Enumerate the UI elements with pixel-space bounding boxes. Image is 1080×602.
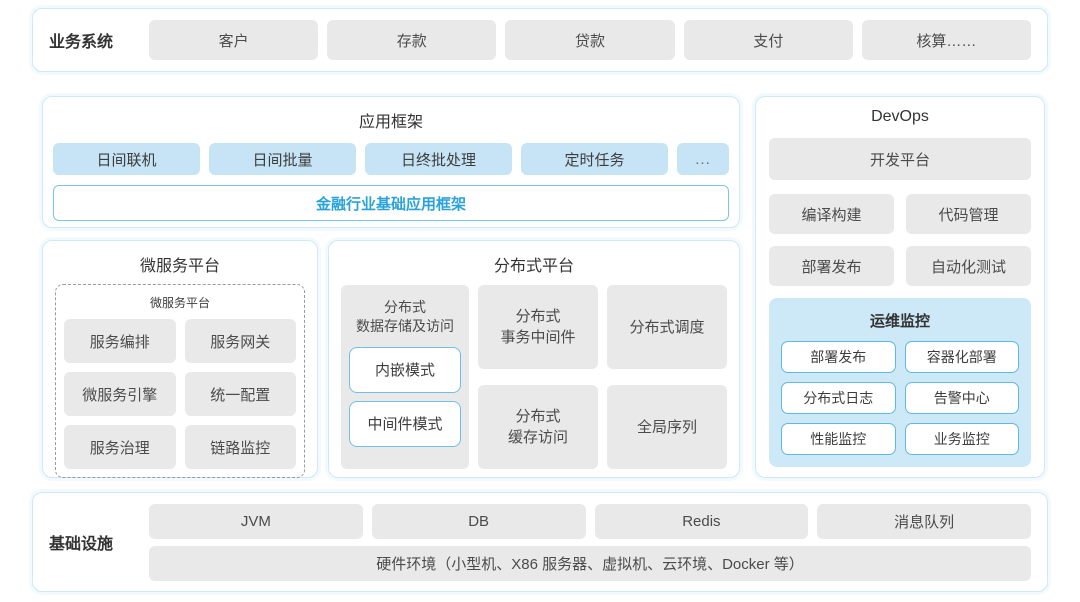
devops-item-dev-platform: 开发平台 bbox=[769, 138, 1031, 180]
devops-item-code-mgmt: 代码管理 bbox=[906, 194, 1031, 234]
distributed-right-column: 分布式调度 全局序列 bbox=[607, 285, 727, 469]
monitor-item-business: 业务监控 bbox=[904, 423, 1019, 455]
dist-box-schedule: 分布式调度 bbox=[607, 285, 727, 369]
ms-item-service-orchestration: 服务编排 bbox=[64, 319, 176, 363]
ops-monitor-panel: 运维监控 部署发布 容器化部署 分布式日志 告警中心 性能监控 业务监控 bbox=[769, 298, 1031, 467]
ops-monitor-items: 部署发布 容器化部署 分布式日志 告警中心 性能监控 业务监控 bbox=[781, 341, 1019, 455]
distributed-middle-column: 分布式 事务中间件 分布式 缓存访问 bbox=[478, 285, 598, 469]
devops-item-auto-test: 自动化测试 bbox=[906, 246, 1031, 286]
app-framework-items: 日间联机 日间批量 日终批处理 定时任务 ... bbox=[53, 143, 729, 175]
infra-item-hardware-env: 硬件环境（小型机、X86 服务器、虚拟机、云环境、Docker 等） bbox=[149, 545, 1031, 581]
dist-storage-box: 分布式 数据存储及访问 内嵌模式 中间件模式 bbox=[341, 285, 469, 469]
dist-mode-embedded: 内嵌模式 bbox=[349, 346, 461, 393]
devops-panel: DevOps 开发平台 编译构建 代码管理 部署发布 自动化测试 运维监控 部署… bbox=[755, 96, 1045, 478]
devops-item-deploy: 部署发布 bbox=[769, 246, 894, 286]
infrastructure-label: 基础设施 bbox=[49, 536, 114, 553]
infrastructure-band: 基础设施 JVM DB Redis 消息队列 硬件环境（小型机、X86 服务器、… bbox=[32, 492, 1048, 592]
monitor-item-performance: 性能监控 bbox=[781, 423, 896, 455]
infrastructure-items: JVM DB Redis 消息队列 硬件环境（小型机、X86 服务器、虚拟机、云… bbox=[149, 503, 1031, 581]
business-item-customer: 客户 bbox=[149, 20, 319, 60]
microservice-inner-box: 微服务平台 服务编排 服务网关 微服务引擎 统一配置 服务治理 链路监控 bbox=[55, 284, 305, 478]
fw-item-scheduled-task: 定时任务 bbox=[521, 143, 668, 175]
microservice-panel: 微服务平台 微服务平台 服务编排 服务网关 微服务引擎 统一配置 服务治理 链路… bbox=[42, 240, 318, 478]
monitor-item-distributed-log: 分布式日志 bbox=[781, 382, 896, 414]
dist-box-cache: 分布式 缓存访问 bbox=[478, 385, 598, 469]
dist-storage-title: 分布式 数据存储及访问 bbox=[349, 298, 461, 336]
business-item-payment: 支付 bbox=[683, 20, 853, 60]
microservice-items: 服务编排 服务网关 微服务引擎 统一配置 服务治理 链路监控 bbox=[64, 319, 296, 469]
app-framework-panel: 应用框架 日间联机 日间批量 日终批处理 定时任务 ... 金融行业基础应用框架 bbox=[42, 96, 740, 228]
infra-item-jvm: JVM bbox=[149, 503, 363, 539]
dist-cache-line1: 分布式 bbox=[515, 408, 561, 425]
dist-storage-title-line1: 分布式 bbox=[384, 299, 426, 315]
ops-monitor-title: 运维监控 bbox=[869, 313, 930, 330]
ms-item-microservice-engine: 微服务引擎 bbox=[64, 372, 176, 416]
devops-item-build: 编译构建 bbox=[769, 194, 894, 234]
distributed-panel: 分布式平台 分布式 数据存储及访问 内嵌模式 中间件模式 分布式 事务中间件 分… bbox=[328, 240, 740, 478]
monitor-item-container-deploy: 容器化部署 bbox=[904, 341, 1019, 373]
dist-storage-title-line2: 数据存储及访问 bbox=[356, 317, 454, 334]
ms-item-unified-config: 统一配置 bbox=[184, 372, 296, 416]
business-systems-band: 业务系统 客户 存款 贷款 支付 核算…… bbox=[32, 8, 1048, 72]
microservice-inner-title: 微服务平台 bbox=[149, 296, 210, 310]
microservice-title: 微服务平台 bbox=[139, 258, 220, 275]
dist-box-sequence: 全局序列 bbox=[607, 385, 727, 469]
distributed-body: 分布式 数据存储及访问 内嵌模式 中间件模式 分布式 事务中间件 分布式 缓存访… bbox=[341, 285, 727, 469]
infra-item-mq: 消息队列 bbox=[817, 503, 1031, 539]
business-systems-label: 业务系统 bbox=[49, 34, 114, 51]
ms-item-trace-monitor: 链路监控 bbox=[184, 425, 296, 469]
ms-item-service-governance: 服务治理 bbox=[64, 425, 176, 469]
dist-transaction-line1: 分布式 bbox=[515, 308, 561, 325]
fw-item-more: ... bbox=[677, 143, 729, 175]
dist-cache-line2: 缓存访问 bbox=[507, 429, 568, 446]
dist-box-transaction: 分布式 事务中间件 bbox=[478, 285, 598, 369]
monitor-item-alert-center: 告警中心 bbox=[904, 382, 1019, 414]
infra-item-db: DB bbox=[371, 503, 586, 539]
fw-item-daytime-batch: 日间批量 bbox=[209, 143, 356, 175]
distributed-title: 分布式平台 bbox=[493, 258, 574, 275]
fw-item-daytime-online: 日间联机 bbox=[53, 143, 200, 175]
fw-item-eod-batch: 日终批处理 bbox=[365, 143, 512, 175]
dist-transaction-line2: 事务中间件 bbox=[500, 329, 576, 346]
infra-item-redis: Redis bbox=[594, 503, 809, 539]
ms-item-service-gateway: 服务网关 bbox=[184, 319, 296, 363]
devops-title: DevOps bbox=[871, 108, 929, 125]
devops-items: 编译构建 代码管理 部署发布 自动化测试 bbox=[769, 194, 1031, 286]
business-item-loan: 贷款 bbox=[505, 20, 675, 60]
infrastructure-row: JVM DB Redis 消息队列 bbox=[149, 503, 1031, 539]
monitor-item-deploy: 部署发布 bbox=[781, 341, 896, 373]
business-item-deposit: 存款 bbox=[327, 20, 497, 60]
dist-mode-middleware: 中间件模式 bbox=[349, 400, 461, 447]
business-item-accounting: 核算…… bbox=[861, 20, 1032, 60]
business-systems-items: 客户 存款 贷款 支付 核算…… bbox=[149, 20, 1032, 60]
app-framework-title: 应用框架 bbox=[358, 114, 423, 131]
fw-base-framework: 金融行业基础应用框架 bbox=[53, 185, 729, 221]
